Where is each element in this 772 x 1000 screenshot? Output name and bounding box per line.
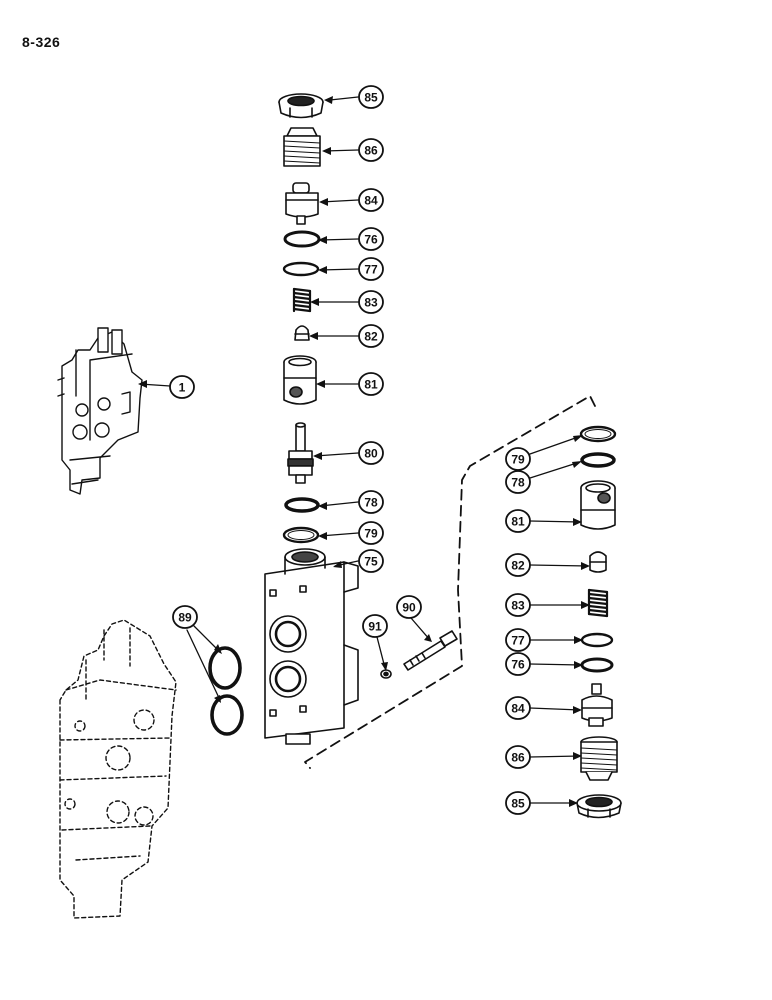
callout-79-right: 79 bbox=[505, 447, 531, 471]
part-91-nut bbox=[380, 669, 392, 679]
callout-89: 89 bbox=[172, 605, 198, 629]
alternate-parts-bracket bbox=[304, 395, 596, 769]
part-86-plug-right bbox=[580, 736, 618, 781]
svg-text:84: 84 bbox=[511, 702, 525, 716]
svg-text:81: 81 bbox=[364, 378, 378, 392]
svg-text:84: 84 bbox=[364, 194, 378, 208]
part-75-valve-body bbox=[264, 548, 359, 745]
part-76-backup-ring-right bbox=[580, 657, 614, 673]
svg-text:78: 78 bbox=[511, 476, 525, 490]
callout-81-right: 81 bbox=[505, 509, 531, 533]
svg-text:79: 79 bbox=[511, 453, 525, 467]
page-number: 8-326 bbox=[22, 34, 61, 50]
svg-text:76: 76 bbox=[511, 658, 525, 672]
part-81-sleeve-right bbox=[580, 480, 616, 530]
callout-77-right: 77 bbox=[505, 628, 531, 652]
svg-text:85: 85 bbox=[511, 797, 525, 811]
part-83-spring-right bbox=[587, 588, 609, 618]
part-81-sleeve-top bbox=[283, 355, 317, 405]
svg-text:89: 89 bbox=[178, 611, 192, 625]
callout-90: 90 bbox=[396, 595, 422, 619]
callout-82-right: 82 bbox=[505, 553, 531, 577]
callout-86-top: 86 bbox=[358, 138, 384, 162]
part-82-poppet-right bbox=[589, 551, 607, 573]
part-84-piston-right bbox=[581, 683, 613, 727]
part-89-o-rings bbox=[208, 646, 244, 736]
callout-91: 91 bbox=[362, 614, 388, 638]
part-82-poppet-top bbox=[294, 325, 310, 341]
part-90-bolt bbox=[403, 630, 458, 671]
callout-75: 75 bbox=[358, 549, 384, 573]
svg-text:83: 83 bbox=[364, 296, 378, 310]
svg-text:86: 86 bbox=[511, 751, 525, 765]
part-86-plug-top bbox=[283, 127, 321, 167]
part-79-backup-ring-top bbox=[282, 526, 320, 544]
part-76-backup-ring-top bbox=[283, 230, 321, 248]
svg-text:80: 80 bbox=[364, 447, 378, 461]
part-1-control-valve-assembly bbox=[57, 327, 143, 495]
callout-85-right: 85 bbox=[505, 791, 531, 815]
callout-83-top: 83 bbox=[358, 290, 384, 314]
part-85-nut-right bbox=[576, 794, 622, 819]
svg-text:77: 77 bbox=[364, 263, 378, 277]
part-80-spool-top bbox=[287, 422, 314, 484]
svg-text:82: 82 bbox=[364, 330, 378, 344]
callout-86-right: 86 bbox=[505, 745, 531, 769]
svg-text:82: 82 bbox=[511, 559, 525, 573]
svg-text:83: 83 bbox=[511, 599, 525, 613]
part-79-backup-ring-right bbox=[579, 425, 617, 443]
part-84-piston-top bbox=[285, 182, 319, 225]
leader-arrowheads bbox=[138, 96, 590, 807]
svg-text:79: 79 bbox=[364, 527, 378, 541]
callout-78-top: 78 bbox=[358, 490, 384, 514]
part-77-o-ring-top bbox=[282, 261, 320, 277]
callout-81-top: 81 bbox=[358, 372, 384, 396]
svg-text:77: 77 bbox=[511, 634, 525, 648]
svg-text:91: 91 bbox=[368, 620, 382, 634]
callout-77-top: 77 bbox=[358, 257, 384, 281]
callout-79-top: 79 bbox=[358, 521, 384, 545]
callout-84-top: 84 bbox=[358, 188, 384, 212]
part-83-spring-top bbox=[292, 287, 312, 313]
svg-text:81: 81 bbox=[511, 515, 525, 529]
svg-text:78: 78 bbox=[364, 496, 378, 510]
svg-text:1: 1 bbox=[179, 381, 186, 395]
callout-76-top: 76 bbox=[358, 227, 384, 251]
callout-80: 80 bbox=[358, 441, 384, 465]
callout-76-right: 76 bbox=[505, 652, 531, 676]
svg-text:76: 76 bbox=[364, 233, 378, 247]
svg-text:90: 90 bbox=[402, 601, 416, 615]
full-valve-stack-outline bbox=[59, 619, 177, 919]
callout-1: 1 bbox=[169, 375, 195, 399]
callout-85-top: 85 bbox=[358, 85, 384, 109]
part-77-o-ring-right bbox=[580, 632, 614, 648]
svg-text:86: 86 bbox=[364, 144, 378, 158]
part-78-o-ring-right bbox=[580, 452, 616, 468]
svg-text:75: 75 bbox=[364, 555, 378, 569]
callout-83-right: 83 bbox=[505, 593, 531, 617]
callout-84-right: 84 bbox=[505, 696, 531, 720]
svg-text:85: 85 bbox=[364, 91, 378, 105]
part-78-o-ring-top bbox=[284, 497, 320, 513]
part-85-nut-top bbox=[278, 93, 324, 119]
callout-78-right: 78 bbox=[505, 470, 531, 494]
callout-82-top: 82 bbox=[358, 324, 384, 348]
